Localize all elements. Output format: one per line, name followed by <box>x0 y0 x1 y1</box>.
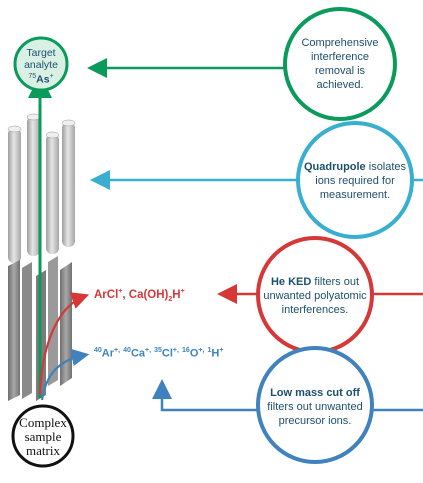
target-isotope: 75 <box>28 73 37 80</box>
h-charge: + <box>219 347 224 354</box>
precursor-arrow <box>40 348 90 401</box>
ked-line-3: interferences. <box>281 304 349 316</box>
quadrupole-text: Quadrupole isolates ions required for me… <box>303 160 407 202</box>
target-analyte-circle <box>13 36 69 92</box>
target-line-1: Target <box>26 47 56 59</box>
target-line-2: analyte <box>24 59 58 71</box>
ked-rest: filters out <box>311 276 360 288</box>
removal-line-1: Comprehensive <box>301 37 379 49</box>
ar-symbol: Ar <box>101 347 115 360</box>
precursor-ions-label: 40Ar+, 40Ca+, 35Cl+, 16O+, 1H+ <box>94 347 223 360</box>
ked-line-1: He KED filters out <box>258 275 372 289</box>
rod-1 <box>8 128 21 263</box>
quadrupole-rest: isolates <box>365 161 407 173</box>
ked-text: He KED filters out unwanted polyatomic i… <box>258 275 372 317</box>
polyatomic-a-charge: + <box>118 288 123 295</box>
h-symbol: H <box>211 347 220 360</box>
quadrupole-line-2: ions required for <box>315 175 395 187</box>
target-analyte-label: Target analyte 75As+ <box>15 47 67 86</box>
polyatomic-b-sub: 2 <box>168 296 173 304</box>
lowmass-bold: Low mass cut off <box>270 387 360 399</box>
target-line-3: 75As+ <box>15 71 67 86</box>
removal-circle <box>283 7 397 121</box>
ca-symbol: Ca <box>130 347 145 360</box>
ca-charge: +, <box>145 347 152 354</box>
target-element: As <box>36 73 50 86</box>
rod-4 <box>62 122 75 247</box>
h-mass: 1 <box>207 347 212 354</box>
removal-line-4: achieved. <box>316 79 364 91</box>
ar-mass: 40 <box>94 347 102 354</box>
polyatomic-ions-label: ArCl+, Ca(OH)2H+ <box>94 288 185 303</box>
complex-line-1: Complex <box>19 415 67 430</box>
lowmass-line-1: Low mass cut off <box>262 386 368 400</box>
lowmass-circle <box>256 346 374 464</box>
o-mass: 16 <box>182 347 190 354</box>
polyatomic-c: H <box>172 288 181 301</box>
complex-line-3: matrix <box>26 443 60 458</box>
rod-3 <box>46 134 59 254</box>
complex-line-2: sample <box>24 429 62 444</box>
quadrupole-bold: Quadrupole <box>303 161 366 173</box>
lowmass-line-3: precursor ions. <box>278 415 352 427</box>
ked-line-2: unwanted polyatomic <box>263 290 367 302</box>
polyatomic-arrow <box>38 292 90 396</box>
removal-line-3: removal is <box>314 65 366 77</box>
lowmass-connector-arrow <box>152 379 258 412</box>
quadrupole-rods <box>7 113 76 263</box>
polyatomic-c-charge: + <box>180 288 185 295</box>
o-symbol: O <box>189 347 199 360</box>
removal-line-2: interference <box>310 51 370 63</box>
cl-symbol: Cl <box>161 347 173 360</box>
rod-2 <box>27 116 40 256</box>
cl-charge: +, <box>172 347 179 354</box>
complex-sample-circle <box>11 404 75 468</box>
o-charge: +, <box>198 347 205 354</box>
ca-mass: 40 <box>123 347 131 354</box>
ar-charge: +, <box>114 347 121 354</box>
lowmass-text: Low mass cut off filters out unwanted pr… <box>262 386 368 428</box>
quadrupole-line-3: measurement. <box>319 189 391 201</box>
cl-mass: 35 <box>154 347 162 354</box>
target-charge: + <box>49 73 54 80</box>
polyatomic-a: ArCl <box>94 288 119 301</box>
ked-bold: He KED <box>270 276 312 288</box>
polyatomic-b: , Ca(OH) <box>122 288 169 301</box>
lowmass-line-2: filters out unwanted <box>267 401 363 413</box>
removal-text: Comprehensive interference removal is ac… <box>292 36 388 92</box>
complex-sample-label: Complex sample matrix <box>13 416 73 458</box>
quadrupole-line-1: Quadrupole isolates <box>303 160 407 174</box>
